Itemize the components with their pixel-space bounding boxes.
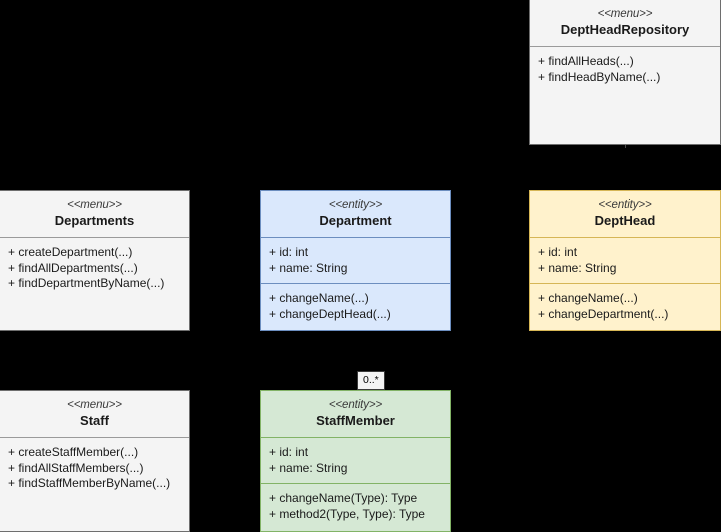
uml-class-dept-head[interactable]: <<entity>> DeptHead + id: int + name: St… [529, 190, 721, 331]
uml-class-staff[interactable]: <<menu>> Staff + createStaffMember(...) … [0, 390, 190, 532]
class-header: <<menu>> DeptHeadRepository [530, 0, 720, 46]
uml-class-staff-member[interactable]: <<entity>> StaffMember + id: int + name:… [260, 390, 451, 532]
class-name: DeptHeadRepository [560, 21, 690, 37]
attributes-compartment: + id: int + name: String [261, 237, 450, 283]
methods-compartment: + changeName(...) + changeDeptHead(...) [261, 283, 450, 330]
method-item: + findAllStaffMembers(...) [8, 460, 144, 475]
method-item: + findStaffMemberByName(...) [8, 476, 171, 491]
method-item: + changeName(...) [269, 291, 369, 306]
class-stereotype: <<menu>> [597, 8, 653, 20]
methods-compartment: + createDepartment(...) + findAllDepartm… [0, 237, 189, 330]
method-item: + changeDepartment(...) [538, 306, 669, 321]
methods-compartment: + changeName(Type): Type + method2(Type,… [261, 483, 450, 531]
attribute-item: + name: String [269, 260, 348, 275]
methods-compartment: + findAllHeads(...) + findHeadByName(...… [530, 46, 720, 144]
methods-compartment: + createStaffMember(...) + findAllStaffM… [0, 437, 189, 531]
class-name: DeptHead [594, 212, 656, 228]
class-header: <<entity>> Department [261, 191, 450, 237]
uml-class-departments[interactable]: <<menu>> Departments + createDepartment(… [0, 190, 190, 331]
attribute-item: + id: int [269, 245, 309, 260]
uml-class-department[interactable]: <<entity>> Department + id: int + name: … [260, 190, 451, 331]
connector-line [625, 145, 626, 148]
class-stereotype: <<entity>> [328, 199, 383, 211]
class-name: Department [319, 212, 392, 228]
class-stereotype: <<entity>> [328, 399, 383, 411]
uml-class-dept-head-repository[interactable]: <<menu>> DeptHeadRepository + findAllHea… [529, 0, 721, 145]
attributes-compartment: + id: int + name: String [261, 437, 450, 483]
class-header: <<entity>> DeptHead [530, 191, 720, 237]
attribute-item: + id: int [538, 245, 578, 260]
multiplicity-label: 0..* [357, 371, 385, 390]
method-item: + method2(Type, Type): Type [269, 506, 425, 521]
method-item: + createDepartment(...) [8, 245, 133, 260]
class-header: <<menu>> Staff [0, 391, 189, 437]
attribute-item: + name: String [538, 260, 617, 275]
method-item: + findAllDepartments(...) [8, 260, 138, 275]
method-item: + changeName(Type): Type [269, 491, 418, 506]
methods-compartment: + changeName(...) + changeDepartment(...… [530, 283, 720, 330]
class-stereotype: <<entity>> [598, 199, 652, 211]
method-item: + changeName(...) [538, 291, 638, 306]
class-stereotype: <<menu>> [67, 399, 122, 411]
method-item: + createStaffMember(...) [8, 445, 139, 460]
class-header: <<entity>> StaffMember [261, 391, 450, 437]
method-item: + changeDeptHead(...) [269, 306, 391, 321]
class-stereotype: <<menu>> [67, 199, 122, 211]
method-item: + findAllHeads(...) [538, 54, 634, 69]
attributes-compartment: + id: int + name: String [530, 237, 720, 283]
attribute-item: + name: String [269, 460, 348, 475]
class-name: StaffMember [316, 412, 395, 428]
class-header: <<menu>> Departments [0, 191, 189, 237]
method-item: + findDepartmentByName(...) [8, 276, 165, 291]
method-item: + findHeadByName(...) [538, 69, 661, 84]
attribute-item: + id: int [269, 445, 309, 460]
class-name: Departments [54, 212, 135, 228]
class-name: Staff [80, 412, 109, 428]
